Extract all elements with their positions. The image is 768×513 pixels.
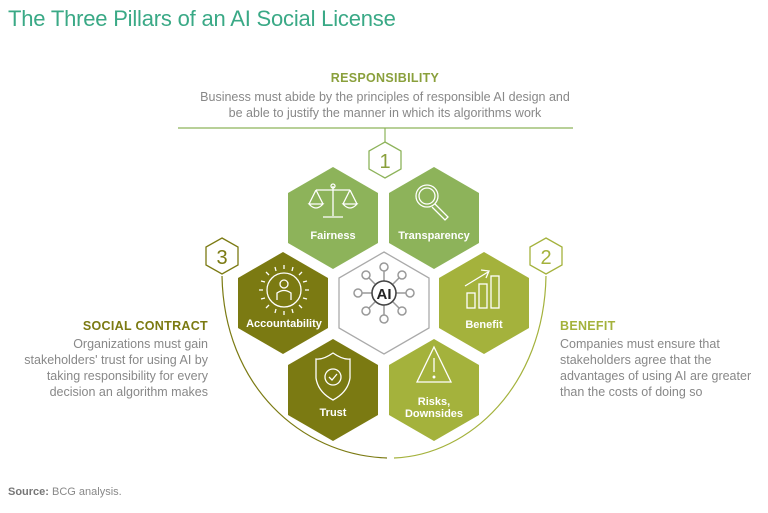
benefit-heading: BENEFIT [560,319,616,333]
page-title: The Three Pillars of an AI Social Licens… [8,6,396,31]
benefit-desc-line: Companies must ensure that [560,337,720,351]
source-text: BCG analysis. [52,486,122,498]
social-contract-desc-line: stakeholders' trust for using AI by [24,353,208,367]
responsibility-desc-line: Business must abide by the principles of… [200,90,570,104]
fairness-label: Fairness [310,230,355,242]
social-contract-block: SOCIAL CONTRACT Organizations must gain … [10,319,208,400]
pillar-number-2: 2 [529,237,563,275]
pillar-number-3: 3 [205,237,239,275]
social-contract-desc-line: Organizations must gain [73,337,208,351]
risks-label-line2: Downsides [405,408,463,420]
risks-label-line1: Risks, [418,396,450,408]
shield-check-icon [315,352,351,401]
svg-text:3: 3 [216,247,227,269]
responsibility-heading: RESPONSIBILITY [330,71,440,85]
hex-transparency: Transparency [389,167,479,269]
magnifier-icon [415,184,449,221]
source-label: Source: [8,486,49,498]
warning-triangle-icon [415,345,453,383]
hex-accountability: Accountability [238,252,328,354]
benefit-arc [393,275,547,459]
social-contract-arc [221,275,388,459]
svg-text:1: 1 [379,151,390,173]
hex-benefit: Benefit [439,252,529,354]
social-contract-desc-line: taking responsibility for every [46,369,208,383]
hex-ai-center: AI [338,251,430,355]
benefit-desc-line: than the costs of doing so [560,385,703,399]
transparency-label: Transparency [398,230,470,242]
benefit-desc-line: stakeholders agree that the [560,353,712,367]
social-contract-desc-line: decision an algorithm makes [49,385,208,399]
scales-icon [307,183,359,218]
accountability-label: Accountability [246,318,323,330]
hex-trust: Trust [288,339,378,441]
benefit-desc-line: advantages of using AI are greater [560,369,752,383]
trust-label: Trust [320,407,347,419]
network-icon [353,262,415,324]
growth-chart-icon [464,269,500,309]
hex-fairness: Fairness [288,167,378,269]
source-note: Source: BCG analysis. [8,486,122,498]
hex-risks-downsides: Risks, Downsides [389,339,479,441]
svg-text:2: 2 [540,247,551,269]
pillar-number-1: 1 [368,141,402,179]
social-contract-heading: SOCIAL CONTRACT [82,319,208,333]
ai-label: AI [377,286,392,303]
person-gear-icon [259,265,309,315]
responsibility-desc-line: be able to justify the manner in which i… [228,106,542,120]
benefit-label: Benefit [465,319,503,331]
benefit-block: BENEFIT Companies must ensure that stake… [560,319,760,400]
responsibility-block: RESPONSIBILITY Business must abide by th… [180,71,590,121]
